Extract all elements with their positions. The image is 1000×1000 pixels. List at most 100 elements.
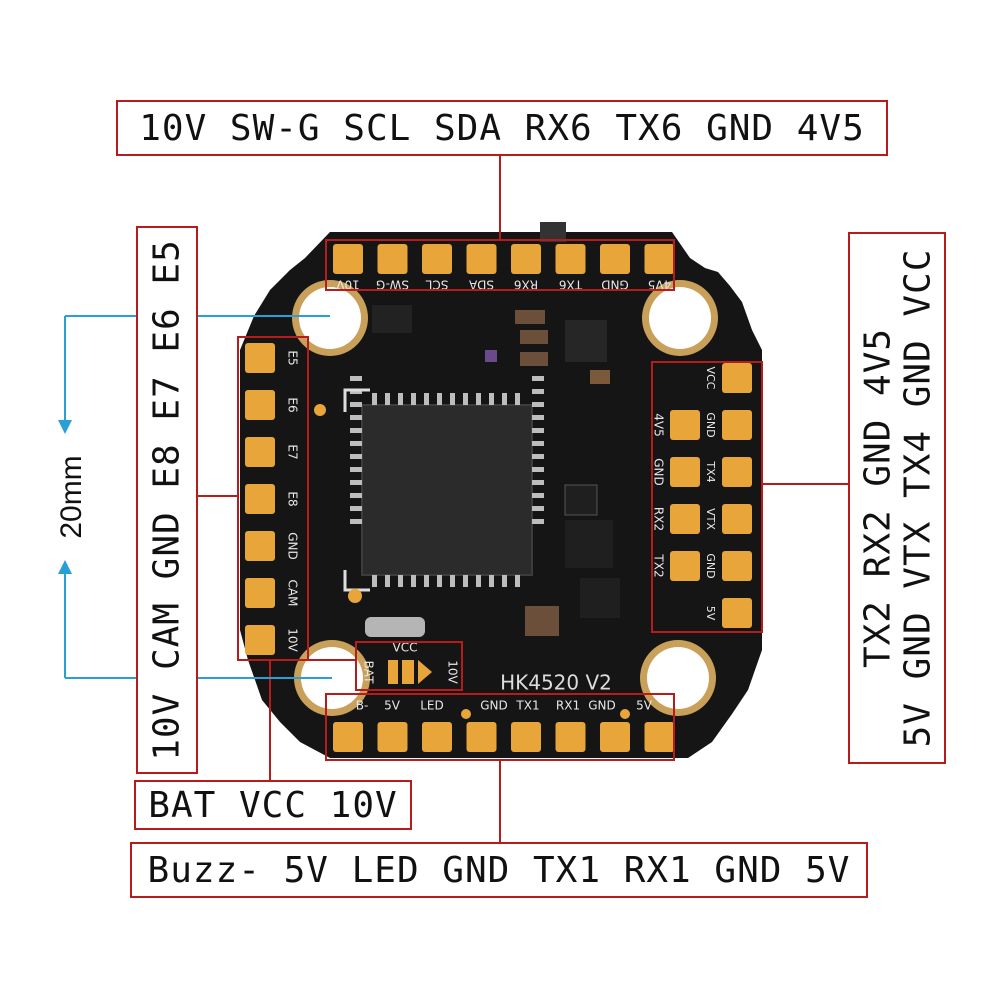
mcu-pin: [372, 575, 377, 587]
left-pad: [245, 343, 275, 373]
left-pad: [245, 531, 275, 561]
mcu-pin: [350, 454, 362, 459]
component: [520, 352, 548, 366]
mcu-pin: [424, 393, 429, 405]
left-pad-label: 10V: [286, 628, 300, 652]
mcu-pin: [476, 575, 481, 587]
top-pad: [600, 244, 630, 274]
vcc-silk: VCC: [393, 641, 418, 655]
bat-pad: [402, 660, 414, 684]
right-col2-label: GND: [704, 412, 717, 437]
mcu-pin: [532, 506, 544, 511]
mcu-pin: [350, 402, 362, 407]
mcu-pin: [532, 415, 544, 420]
bottom-pad-label: B-: [356, 699, 369, 713]
bottom-pad-label: 5V: [636, 699, 653, 713]
mcu-pin: [350, 467, 362, 472]
top-pad: [377, 244, 408, 274]
top-pad-label: 4V5: [648, 278, 671, 292]
mcu-pin: [411, 393, 416, 405]
left-pad-label: E6: [286, 397, 300, 412]
test-pad: [461, 709, 471, 719]
mcu-pin: [385, 393, 390, 405]
right-col2-label: VCC: [704, 367, 717, 390]
bottom-pad-label: GND: [588, 699, 616, 713]
crystal: [365, 617, 425, 637]
boot-switch: [540, 222, 566, 242]
dimension-arrow-down: [58, 420, 72, 434]
component: [520, 330, 548, 344]
bat-pad: [418, 660, 432, 684]
right-col1-label: GND: [652, 458, 666, 486]
left-pad: [245, 484, 275, 514]
mcu-pin: [532, 467, 544, 472]
top-pad: [422, 244, 452, 274]
left-pad-label: GND: [286, 532, 300, 560]
mcu-pin: [398, 575, 403, 587]
mounting-hole: [649, 287, 711, 349]
right-col2-label: TX4: [704, 460, 717, 482]
mcu-pin: [350, 506, 362, 511]
top-pinout-label: 10V SW-G SCL SDA RX6 TX6 GND 4V5: [116, 100, 888, 156]
mcu-pin: [398, 393, 403, 405]
mcu-pin: [532, 493, 544, 498]
left-pinout-label: 10V CAM GND E8 E7 E6 E5: [136, 226, 198, 774]
left-pad: [245, 390, 275, 420]
mcu-pin: [411, 575, 416, 587]
mcu-pin: [489, 575, 494, 587]
bottom-pad: [511, 722, 541, 752]
top-pad-label: TX6: [559, 278, 583, 292]
left-pad: [245, 625, 275, 655]
dimension-arrow-up: [58, 560, 72, 574]
silk-corner: [343, 388, 370, 412]
bottom-pad: [466, 722, 497, 752]
mcu-pin: [532, 454, 544, 459]
bottom-pad-label: TX1: [515, 699, 539, 713]
bottom-pad: [555, 722, 586, 752]
right-inner-pinout-text: TX2 RX2 GND 4V5: [857, 327, 899, 669]
bottom-pad: [644, 722, 675, 752]
right-col2-label: 5V: [704, 606, 717, 621]
top-pad: [644, 244, 675, 274]
left-pad-label: E7: [286, 444, 300, 459]
mcu-pin: [515, 393, 520, 405]
mcu-pin: [532, 441, 544, 446]
right-col2-label: GND: [704, 553, 717, 578]
mcu-pin: [532, 480, 544, 485]
right-pad-col2: [722, 410, 752, 440]
bottom-pad-label: RX1: [556, 699, 580, 713]
mcu-pin: [350, 480, 362, 485]
mcu-pin: [502, 575, 507, 587]
bottom-pad-label: LED: [420, 699, 444, 713]
right-pad-col2: [722, 457, 752, 487]
test-pad: [314, 404, 326, 416]
component: [580, 578, 620, 618]
mcu-pin: [350, 493, 362, 498]
bottom-pad-label: GND: [480, 699, 508, 713]
top-pad-label: RX6: [514, 278, 538, 292]
test-pad: [620, 709, 630, 719]
right-pad-col1: [670, 504, 700, 534]
mcu-pin: [385, 575, 390, 587]
right-col2-label: VTX: [704, 508, 717, 530]
left-pinout-text: 10V CAM GND E8 E7 E6 E5: [146, 239, 188, 761]
bottom-pad: [333, 722, 363, 752]
bottom-pad-label: 5V: [384, 699, 401, 713]
top-pad: [466, 244, 497, 274]
right-pad-col1: [670, 410, 700, 440]
top-pad-label: GND: [601, 278, 629, 292]
top-pad-label: SDA: [468, 278, 494, 292]
right-pad-col1: [670, 457, 700, 487]
mcu-pin: [450, 393, 455, 405]
bottom-pad: [600, 722, 630, 752]
right-pad-outline: [651, 361, 763, 633]
mcu-pin: [463, 393, 468, 405]
mcu-pin: [437, 393, 442, 405]
mcu-pin: [350, 519, 362, 524]
right-pad-col2: [722, 551, 752, 581]
right-pinout-label: TX2 RX2 GND 4V5 5V GND VTX TX4 GND VCC: [848, 232, 946, 764]
mcu-pin: [463, 575, 468, 587]
led: [485, 350, 497, 362]
left-pad-label: E5: [286, 350, 300, 365]
